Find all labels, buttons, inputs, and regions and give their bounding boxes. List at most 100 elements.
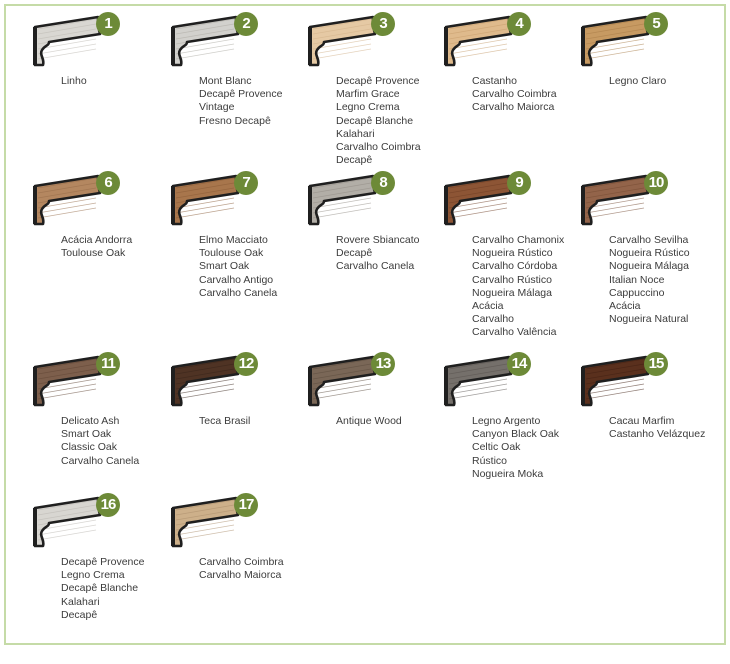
finish-name: Carvalho Rústico: [472, 273, 552, 286]
wood-grain-line: [37, 509, 97, 521]
finish-name: Italian Noce: [609, 273, 665, 286]
finish-name: Carvalho Córdoba: [472, 260, 558, 273]
skirting-profile-swatch: [308, 15, 377, 67]
item-number-badge: 1: [96, 12, 120, 36]
finish-name: Carvalho Valência: [472, 326, 557, 339]
wood-grain-line: [37, 23, 97, 35]
wood-grain-line: [448, 202, 508, 214]
swatch-face: [35, 176, 100, 224]
finish-name: Carvalho Maiorca: [472, 101, 555, 114]
finish-name: Carvalho Chamonix: [472, 234, 565, 246]
wood-grain-line: [175, 48, 235, 60]
wood-grain-line: [175, 182, 235, 194]
wood-grain-line: [448, 43, 508, 55]
wood-grain-line: [312, 43, 372, 55]
wood-grain-line: [37, 197, 97, 209]
wood-grain-line: [37, 48, 97, 60]
finish-name: Legno Argento: [472, 415, 541, 427]
finish-name: Legno Claro: [609, 75, 667, 87]
swatch-face: [446, 357, 511, 405]
finish-name: Rovere Sbiancato: [336, 234, 420, 246]
wood-grain-line: [175, 18, 235, 30]
wood-grain-line: [448, 48, 508, 60]
finish-name: Acácia: [609, 300, 641, 313]
swatch-face: [310, 176, 375, 224]
skirting-profile-swatch: [444, 15, 513, 67]
finish-name: Decapê: [61, 608, 98, 621]
wood-grain-line: [37, 529, 97, 541]
finish-name: Rústico: [472, 454, 508, 467]
finish-name: Elmo Macciato: [199, 234, 268, 246]
item-number-badge: 3: [371, 12, 395, 36]
wood-grain-line: [448, 18, 508, 30]
finish-name: Decapê: [336, 247, 373, 260]
finish-name: Nogueira Rústico: [472, 247, 553, 260]
skirting-profile-swatch: [33, 355, 102, 407]
finish-name: Acácia Andorra: [61, 234, 133, 246]
wood-grain-line: [37, 18, 97, 30]
finish-name: Smart Oak: [199, 260, 250, 273]
swatch-face: [446, 176, 511, 224]
finish-name: Kalahari: [61, 595, 100, 608]
finish-name: Castanho: [472, 75, 517, 87]
finish-name: Carvalho Maiorca: [199, 569, 282, 582]
wood-grain-line: [175, 378, 235, 390]
swatch-face: [35, 357, 100, 405]
wood-grain-line: [585, 177, 645, 189]
finish-name: Nogueira Málaga: [609, 260, 689, 273]
skirting-profile-swatch: [33, 496, 102, 548]
wood-grain-line: [175, 202, 235, 214]
finish-name: Legno Crema: [61, 569, 125, 582]
finish-name: Decapê: [336, 154, 373, 167]
item-number-badge: 13: [371, 352, 395, 376]
wood-grain-line: [585, 368, 645, 380]
wood-grain-line: [585, 378, 645, 390]
wood-grain-line: [37, 358, 97, 370]
finish-name: Nogueira Rústico: [609, 247, 690, 260]
wood-grain-line: [448, 182, 508, 194]
finish-name: Legno Crema: [336, 101, 400, 114]
swatch-face: [310, 17, 375, 65]
swatch-face: [583, 17, 648, 65]
wood-grain-line: [585, 43, 645, 55]
skirting-profile-swatch: [581, 174, 650, 226]
item-number-badge: 2: [234, 12, 258, 36]
finish-name: Carvalho Coimbra: [336, 141, 421, 154]
finish-name: Mont Blanc: [199, 75, 252, 87]
wood-grain-line: [448, 388, 508, 400]
finish-name: Toulouse Oak: [199, 247, 264, 260]
skirting-profile-swatch: [308, 174, 377, 226]
finish-name: Decapê Provence: [61, 556, 145, 568]
wood-grain-line: [37, 187, 97, 199]
finish-name: Classic Oak: [61, 441, 118, 454]
wood-grain-line: [312, 197, 372, 209]
wood-grain-line: [312, 18, 372, 30]
wood-grain-line: [448, 187, 508, 199]
wood-grain-line: [585, 48, 645, 60]
finish-name: Carvalho Coimbra: [472, 88, 557, 101]
wood-grain-line: [37, 177, 97, 189]
finish-name: Carvalho Canela: [336, 260, 415, 273]
finish-name: Decapê Blanche: [61, 582, 139, 595]
wood-grain-line: [175, 358, 235, 370]
wood-grain-line: [448, 383, 508, 395]
finish-name: Carvalho Antigo: [199, 273, 274, 286]
swatch-face: [173, 176, 238, 224]
wood-grain-line: [312, 48, 372, 60]
finish-name: Delicato Ash: [61, 415, 120, 427]
